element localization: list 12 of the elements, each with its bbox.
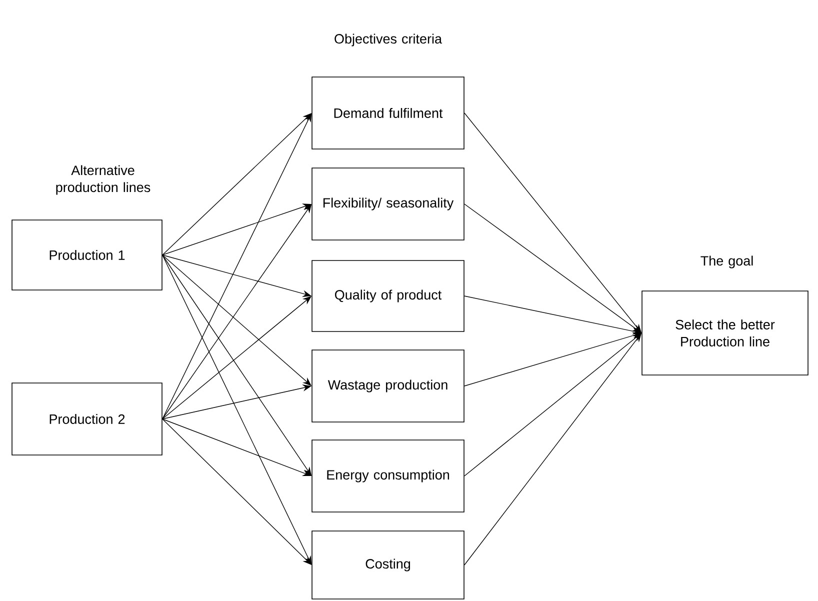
heading: Alternative production lines — [56, 165, 150, 195]
heading: The goal — [700, 256, 753, 268]
box: Demand fulfilment — [312, 76, 464, 150]
heading: Objectives criteria — [334, 34, 442, 46]
box: Production 1 — [12, 220, 162, 290]
box: Production 2 — [12, 382, 162, 456]
box: Flexibility/ seasonality — [312, 168, 464, 240]
box: Energy consumption — [312, 440, 464, 512]
box: Costing — [312, 530, 464, 600]
box: Select the better Production line — [642, 290, 808, 376]
box: Quality of product — [312, 260, 464, 332]
box: Wastage production — [312, 350, 464, 422]
